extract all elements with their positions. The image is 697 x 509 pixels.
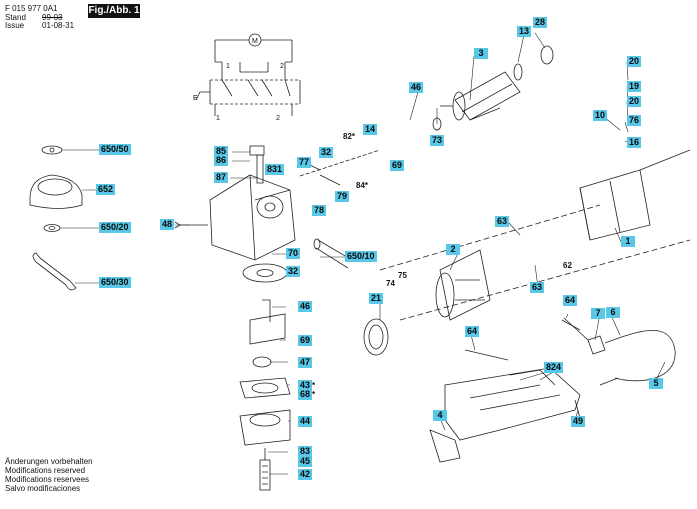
wiring-schematic xyxy=(195,33,301,116)
part-label-87: 86 xyxy=(214,155,229,166)
note-line-es: Salvo modificaciones xyxy=(5,484,81,493)
part-label-16: 16 xyxy=(627,137,642,148)
part-label-43: 43 xyxy=(298,380,313,391)
part-label-14: 14 xyxy=(363,124,378,135)
stand-value: 99-03 xyxy=(42,13,63,22)
part-label-46-lower: 46 xyxy=(298,301,313,312)
part-label-831: 831 xyxy=(265,164,285,175)
part-label-650-50: 650/50 xyxy=(99,144,131,155)
armature xyxy=(432,45,554,131)
part-label-2: 2 xyxy=(446,244,460,255)
label-82: 82* xyxy=(343,132,356,141)
part-label-83: 83 xyxy=(298,446,313,457)
part-label-85: 85 xyxy=(214,146,229,157)
part-label-45: 45 xyxy=(298,456,313,467)
label-43-asterisk: * xyxy=(312,381,316,390)
motor-housing xyxy=(379,149,691,321)
spindle-stack xyxy=(239,263,291,491)
terminal-2: 2 xyxy=(280,63,284,70)
part-label-70: 70 xyxy=(286,248,301,259)
part-label-69-top: 69 xyxy=(390,160,405,171)
part-label-47: 47 xyxy=(298,357,313,368)
part-label-64-left: 64 xyxy=(465,326,480,337)
e-label: E xyxy=(193,95,198,102)
document-number: F 015 977 0A1 xyxy=(5,4,58,13)
part-label-20-lower: 20 xyxy=(627,96,642,107)
part-label-49: 49 xyxy=(571,416,586,427)
part-label-650-30: 650/30 xyxy=(99,277,131,288)
note-line-fr: Modifications reservees xyxy=(5,475,90,484)
part-label-4: 4 xyxy=(433,410,447,421)
part-label-46-top: 46 xyxy=(409,82,424,93)
label-68-asterisk: * xyxy=(312,390,316,399)
part-label-10: 10 xyxy=(593,110,608,121)
figure-label: Fig./Abb. 1 xyxy=(88,4,140,18)
part-label-6: 6 xyxy=(606,307,620,318)
part-label-63-lower: 63 xyxy=(530,282,545,293)
part-label-42: 42 xyxy=(298,469,313,480)
issue-label: Issue xyxy=(5,21,25,30)
terminal-1: 1 xyxy=(226,63,230,70)
part-label-3: 3 xyxy=(474,48,488,59)
part-label-32-lower: 32 xyxy=(286,266,301,277)
part-label-63-top: 63 xyxy=(495,216,510,227)
part-label-86: 87 xyxy=(214,172,229,183)
guard-and-accessories xyxy=(29,145,83,291)
part-label-73: 73 xyxy=(430,135,445,146)
part-label-20-top: 20 xyxy=(627,56,642,67)
part-label-19: 19 xyxy=(627,81,642,92)
part-label-48: 48 xyxy=(160,219,175,230)
stand-label: Stand xyxy=(5,13,26,22)
part-label-824: 824 xyxy=(544,362,564,373)
cable-assembly xyxy=(563,317,676,386)
label-74: 74 xyxy=(386,279,395,288)
part-label-68: 68 xyxy=(298,389,313,400)
part-label-650-10: 650/10 xyxy=(345,251,377,262)
motor-symbol: M xyxy=(252,38,258,45)
issue-value: 01-08-31 xyxy=(42,21,75,30)
part-label-5: 5 xyxy=(649,378,663,389)
part-label-1: 1 xyxy=(621,236,635,247)
part-label-650-20: 650/20 xyxy=(99,222,131,233)
part-label-21: 21 xyxy=(369,293,384,304)
part-label-652: 652 xyxy=(96,184,116,195)
part-label-7: 7 xyxy=(591,308,605,319)
bottom-terminal-1: 1 xyxy=(216,115,220,122)
part-label-79: 79 xyxy=(335,191,350,202)
label-62: 62 xyxy=(563,261,572,270)
label-84: 84* xyxy=(356,181,369,190)
part-label-76: 76 xyxy=(627,115,642,126)
label-75: 75 xyxy=(398,271,407,280)
part-label-32-top: 32 xyxy=(319,147,334,158)
part-label-28: 28 xyxy=(533,17,548,28)
stator xyxy=(363,249,491,356)
part-label-44: 44 xyxy=(298,416,313,427)
part-label-78: 78 xyxy=(312,205,327,216)
part-label-13: 13 xyxy=(517,26,532,37)
note-line-de: Änderungen vorbehalten xyxy=(5,457,93,466)
part-label-69-lower: 69 xyxy=(298,335,313,346)
part-label-77: 77 xyxy=(297,157,312,168)
part-label-64-right: 64 xyxy=(563,295,578,306)
note-line-en: Modifications reserved xyxy=(5,466,86,475)
bottom-terminal-2: 2 xyxy=(276,115,280,122)
rear-handle xyxy=(429,367,581,463)
